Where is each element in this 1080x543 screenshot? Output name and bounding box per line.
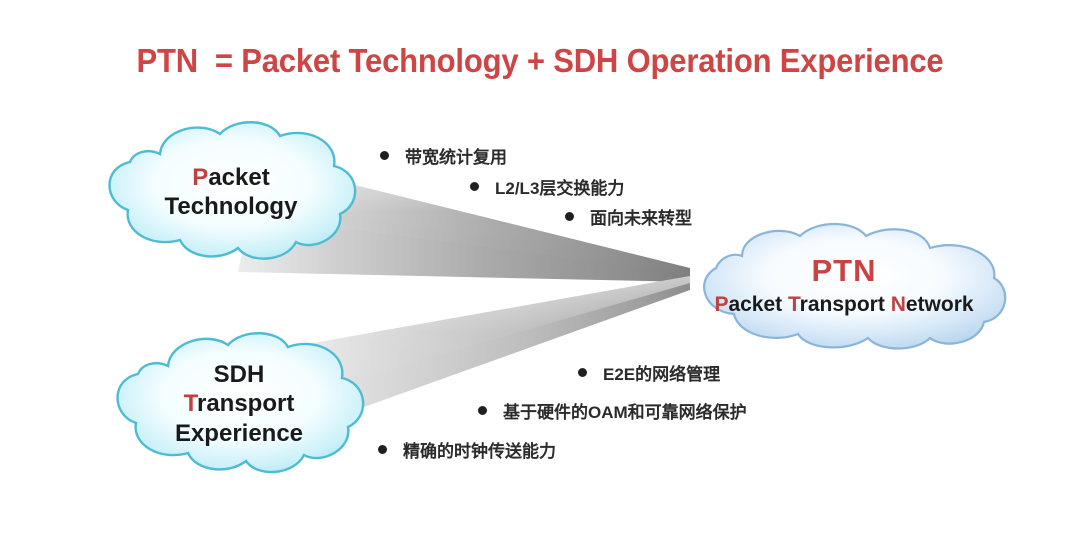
bullet-bottom-1-text: E2E的网络管理 xyxy=(603,365,721,384)
bullet-dot-icon xyxy=(478,406,487,415)
bullet-top-3: 面向未来转型 xyxy=(565,204,692,229)
bullet-top-2-text: L2/L3层交换能力 xyxy=(495,179,625,198)
bullet-dot-icon xyxy=(565,212,574,221)
bullet-bottom-1: E2E的网络管理 xyxy=(578,360,720,385)
bullet-bottom-3: 精确的时钟传送能力 xyxy=(378,437,556,462)
page-title: PTN = Packet Technology + SDH Operation … xyxy=(136,42,944,79)
bullet-dot-icon xyxy=(378,445,387,454)
cloud-sdh-transport-experience[interactable]: SDH Transport Experience xyxy=(108,328,370,480)
cloud-shape-icon xyxy=(116,332,365,474)
bullet-bottom-2: 基于硬件的OAM和可靠网络保护 xyxy=(478,398,747,423)
bullet-bottom-3-text: 精确的时钟传送能力 xyxy=(403,442,556,461)
bullet-top-1: 带宽统计复用 xyxy=(380,143,507,168)
cloud-shape-icon xyxy=(703,223,1007,350)
bullet-top-1-text: 带宽统计复用 xyxy=(405,148,507,167)
cloud-ptn[interactable]: PTN Packet Transport Network xyxy=(676,222,1012,350)
bullet-top-3-text: 面向未来转型 xyxy=(590,209,692,228)
bullet-dot-icon xyxy=(380,151,389,160)
bullet-bottom-2-text: 基于硬件的OAM和可靠网络保护 xyxy=(503,403,747,422)
cloud-packet-technology[interactable]: Packet Technology xyxy=(100,118,362,266)
cloud-shape-icon xyxy=(108,121,357,260)
bullet-top-2: L2/L3层交换能力 xyxy=(470,174,624,199)
bullet-dot-icon xyxy=(470,182,479,191)
bullet-dot-icon xyxy=(578,368,587,377)
